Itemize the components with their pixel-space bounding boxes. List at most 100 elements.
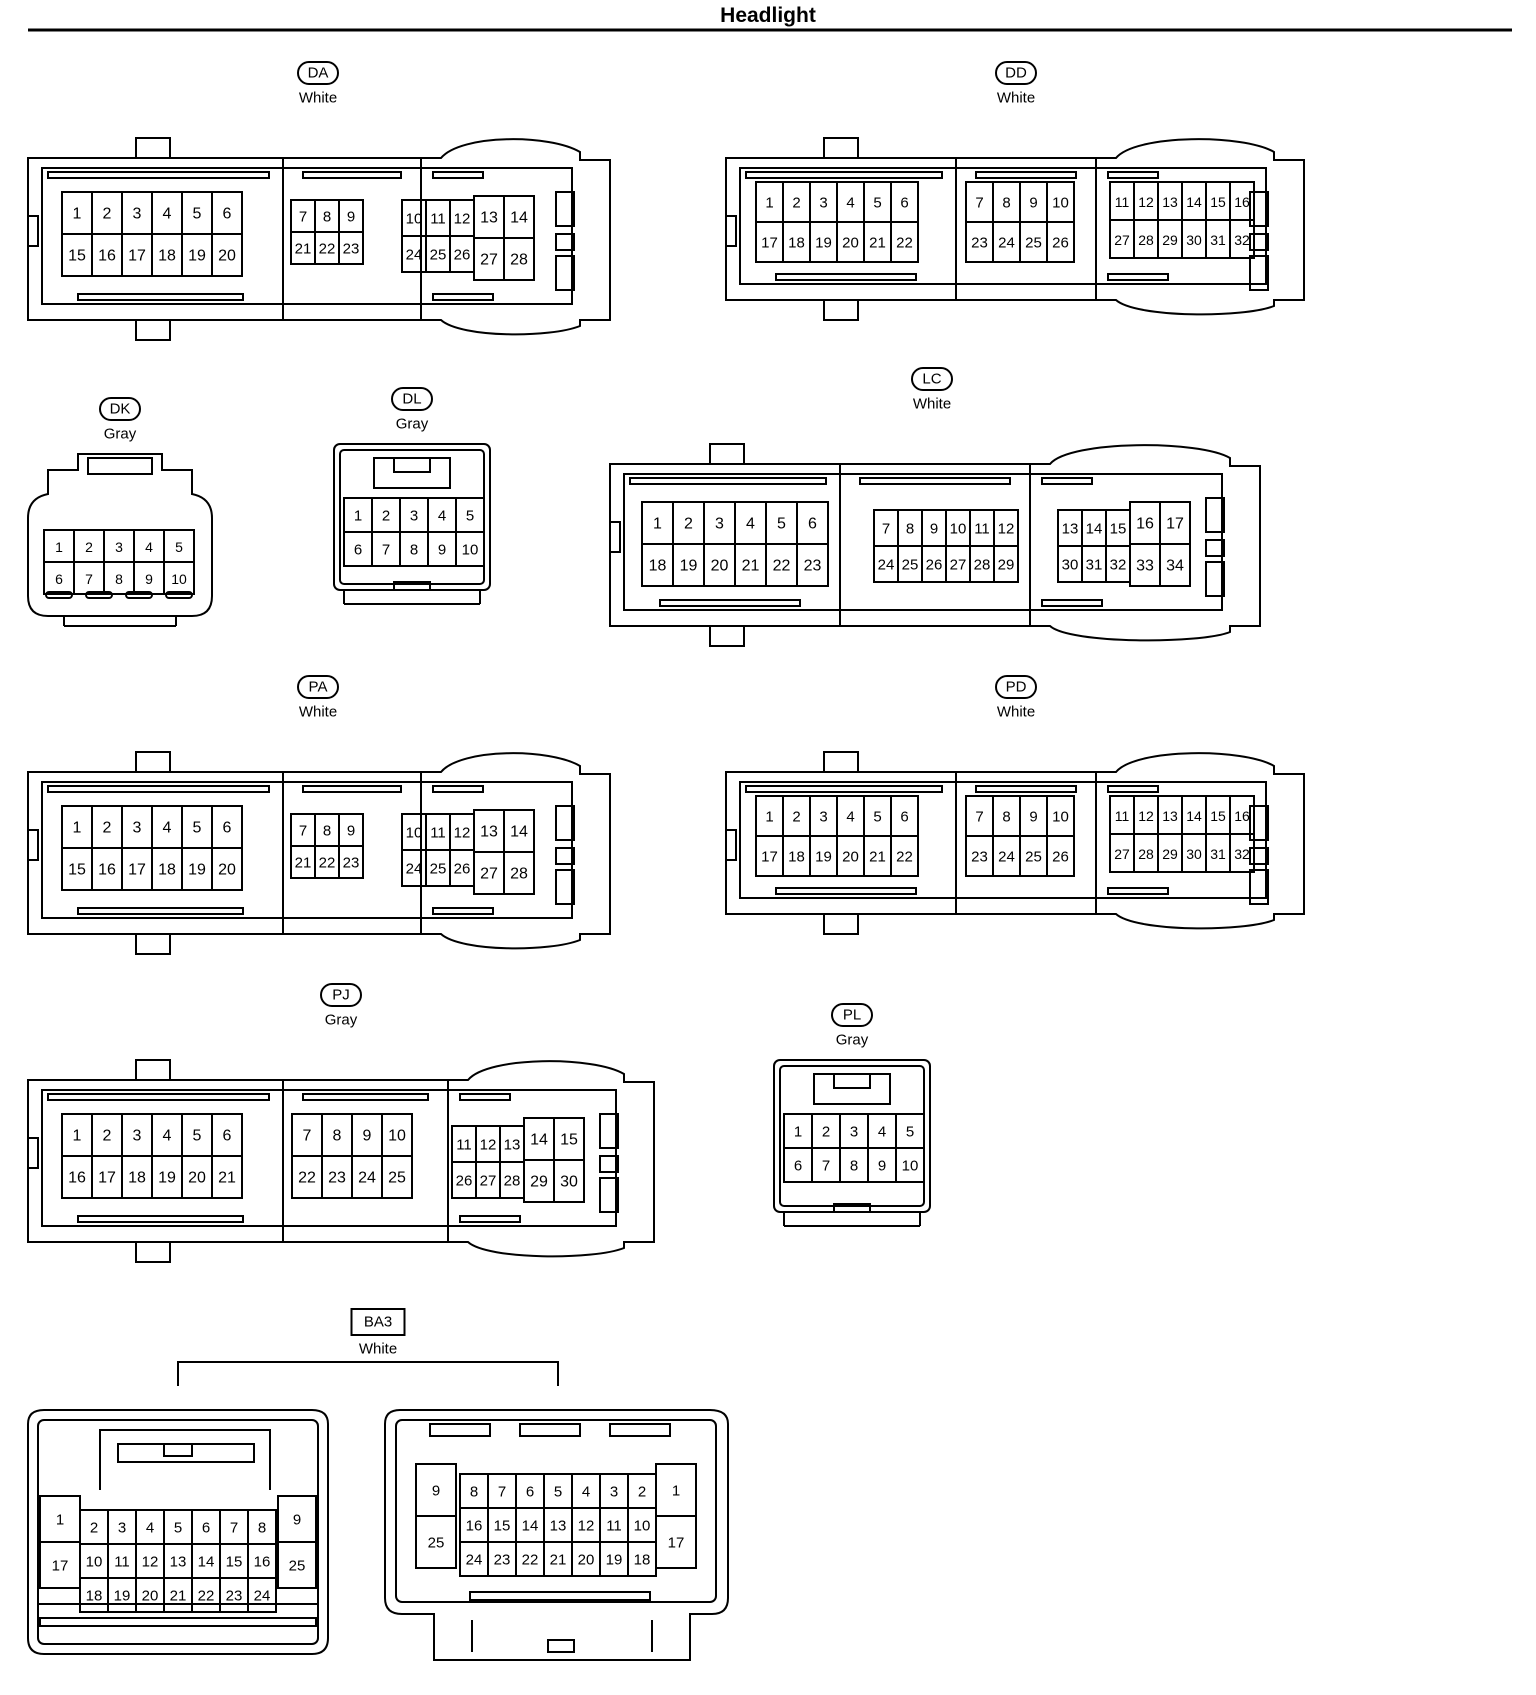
pin-number: 22 [773, 558, 791, 575]
connector-code-badge [995, 61, 1037, 85]
pin-number: 10 [1052, 195, 1069, 212]
pin-number: 19 [815, 849, 832, 866]
pin-number: 27 [950, 557, 967, 574]
pin-number: 19 [606, 1552, 623, 1569]
pin-number: 6 [900, 809, 908, 826]
pin-number: 25 [428, 1535, 445, 1552]
pin-number: 28 [1138, 846, 1154, 862]
housing-outline [1205, 497, 1225, 533]
pin-number: 1 [765, 195, 773, 212]
pin-number: 1 [56, 1512, 64, 1529]
housing-outline [726, 829, 737, 861]
housing-outline [87, 457, 153, 475]
housing-outline [775, 273, 917, 281]
housing-outline [739, 167, 1267, 285]
pin-number: 1 [73, 820, 82, 837]
pin-number: 5 [873, 195, 881, 212]
pin-number: 5 [554, 1484, 562, 1501]
pin-number: 18 [158, 862, 176, 879]
housing-outline [77, 907, 244, 915]
pin-number: 8 [906, 521, 914, 538]
pin-number: 8 [410, 542, 418, 559]
connector-code-badge [99, 397, 141, 421]
housing-outline [519, 1423, 581, 1437]
pin-number: 26 [454, 861, 471, 878]
pin-number: 6 [202, 1520, 210, 1537]
pin-number: 13 [1162, 808, 1178, 824]
pin-number: 5 [466, 508, 474, 525]
pin-number: 21 [295, 241, 312, 258]
connector-code: LC [922, 371, 941, 388]
pin-number: 3 [133, 820, 142, 837]
housing-outline [725, 752, 1305, 930]
pin-number: 13 [480, 210, 498, 227]
pin-number: 16 [1136, 516, 1154, 533]
pin-number: 25 [388, 1170, 406, 1187]
pin-number: 16 [466, 1518, 483, 1535]
housing-outline [432, 907, 494, 915]
pin-number: 6 [223, 1128, 232, 1145]
pin-number: 19 [114, 1588, 131, 1605]
connector-code: BA3 [364, 1314, 392, 1331]
pin-number: 14 [522, 1518, 539, 1535]
pin-number: 29 [530, 1174, 548, 1191]
pin-number: 2 [382, 508, 390, 525]
pin-number: 2 [822, 1124, 830, 1141]
housing-outline [47, 785, 270, 793]
bracket-line [177, 1361, 559, 1386]
pin-number: 20 [711, 558, 729, 575]
pin-number: 7 [498, 1484, 506, 1501]
pin-number: 15 [68, 862, 86, 879]
housing-outline [27, 1060, 655, 1258]
pin-number: 11 [456, 1137, 472, 1154]
housing-outline [975, 785, 1077, 793]
housing-outline [28, 215, 39, 247]
pin-number: 9 [347, 209, 355, 226]
pin-number: 4 [163, 1128, 172, 1145]
pin-number: 5 [777, 516, 786, 533]
pin-number: 9 [432, 1483, 440, 1500]
pin-number: 6 [354, 542, 362, 559]
pin-number: 15 [1210, 194, 1226, 210]
connector-code-badge [391, 387, 433, 411]
pin-number: 20 [188, 1170, 206, 1187]
pin-number: 25 [430, 247, 447, 264]
pin-number: 24 [466, 1552, 483, 1569]
housing-outline [555, 233, 575, 251]
pin-number: 23 [328, 1170, 346, 1187]
connector-code-badge [297, 675, 339, 699]
pin-number: 18 [86, 1588, 103, 1605]
pin-number: 29 [1162, 846, 1178, 862]
pin-number: 16 [254, 1554, 271, 1571]
pin-number: 23 [226, 1588, 243, 1605]
pin-block [79, 1509, 277, 1613]
pin-number: 3 [118, 1520, 126, 1537]
housing-outline [1249, 233, 1269, 251]
pin-number: 12 [578, 1518, 595, 1535]
pin-number: 26 [454, 247, 471, 264]
pin-number: 6 [55, 571, 63, 587]
pin-number: 16 [68, 1170, 86, 1187]
pin-number: 23 [494, 1552, 511, 1569]
housing-outline [1205, 561, 1225, 597]
pin-number: 17 [128, 862, 146, 879]
connector-color: White [299, 90, 337, 107]
housing-outline [459, 1215, 521, 1223]
pin-number: 17 [1166, 516, 1184, 533]
housing-outline [135, 319, 171, 341]
pin-number: 7 [822, 1158, 830, 1175]
pin-number: 12 [454, 211, 471, 228]
pin-number: 20 [142, 1588, 159, 1605]
pin-number: 10 [406, 211, 423, 228]
pin-number: 13 [550, 1518, 567, 1535]
pin-number: 9 [293, 1512, 301, 1529]
pin-number: 22 [198, 1588, 215, 1605]
pin-number: 13 [1162, 194, 1178, 210]
pin-number: 25 [289, 1558, 306, 1575]
pin-number: 14 [1186, 194, 1202, 210]
pin-number: 24 [878, 557, 895, 574]
housing-outline [99, 1429, 271, 1490]
